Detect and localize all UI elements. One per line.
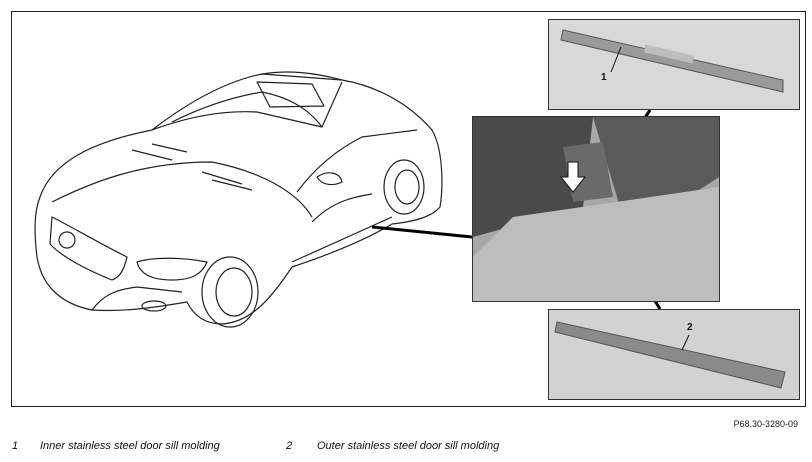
inner-sill-molding-photo: 1 bbox=[548, 19, 800, 110]
legend-text-1: Inner stainless steel door sill molding bbox=[40, 440, 220, 452]
legend-number-1: 1 bbox=[12, 440, 19, 452]
figure-reference-code: P68.30-3280-09 bbox=[733, 419, 798, 429]
figure-frame: 1 2 bbox=[11, 11, 806, 407]
legend-number-2: 2 bbox=[286, 440, 293, 452]
callout-2: 2 bbox=[687, 322, 693, 333]
door-sill-photo bbox=[472, 116, 720, 302]
legend-text-2: Outer stainless steel door sill molding bbox=[317, 440, 500, 452]
callout-1: 1 bbox=[601, 72, 607, 83]
outer-sill-molding-photo: 2 bbox=[548, 309, 800, 400]
